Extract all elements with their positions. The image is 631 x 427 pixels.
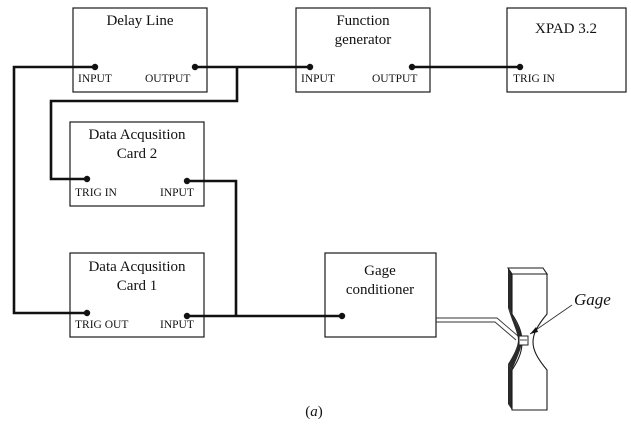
figure-caption: (a) (305, 404, 323, 420)
daq-card-2-trig-in-label: TRIG IN (75, 187, 118, 199)
xpad-title: XPAD 3.2 (535, 21, 597, 37)
wire-delay-output-to-daq2-trig (49, 67, 239, 181)
function-generator-output-label: OUTPUT (372, 73, 417, 85)
daq-card-1-box: Data Acqusition Card 1 TRIG OUT INPUT (69, 252, 205, 338)
xpad-trig-in-label: TRIG IN (513, 73, 556, 85)
gage-label: Gage (574, 290, 611, 309)
daq-card-2-input-label: INPUT (160, 187, 194, 199)
tensile-specimen-icon (506, 267, 573, 411)
function-generator-input-label: INPUT (301, 73, 335, 85)
dot-xpad-trig-in (516, 63, 524, 71)
delay-line-input-label: INPUT (78, 73, 112, 85)
caption-close-paren: ) (318, 404, 323, 420)
caption-letter: a (310, 404, 318, 420)
port-dots (83, 63, 524, 320)
dot-delay-input (91, 63, 99, 71)
wire-daq2-input-to-bus (187, 179, 238, 316)
dot-daq1-trig-out (83, 309, 91, 317)
daq-card-2-box: Data Acqusition Card 2 TRIG IN INPUT (69, 121, 205, 207)
daq-card-1-title-line1: Data Acqusition (88, 259, 186, 275)
function-generator-title-line1: Function (336, 13, 390, 29)
gage-conditioner-box: Gage conditioner (324, 252, 437, 338)
dot-fg-input (306, 63, 314, 71)
function-generator-box: Function generator INPUT OUTPUT (295, 7, 431, 93)
caption-open-paren: ( (305, 404, 310, 420)
daq-card-1-trig-out-label: TRIG OUT (75, 319, 128, 331)
strain-gage-icon (518, 335, 529, 346)
dot-delay-output (191, 63, 199, 71)
wiring (12, 65, 520, 318)
dot-daq2-trig-in (83, 175, 91, 183)
dot-daq2-input (183, 177, 191, 185)
daq-card-2-title-line2: Card 2 (117, 146, 157, 162)
delay-line-title: Delay Line (106, 13, 173, 29)
dot-daq1-input (183, 312, 191, 320)
dot-conditioner-input (338, 312, 346, 320)
daq-card-1-input-label: INPUT (160, 319, 194, 331)
gage-conditioner-title-line1: Gage (364, 263, 396, 279)
xpad-box: XPAD 3.2 TRIG IN (506, 7, 627, 93)
delay-line-output-label: OUTPUT (145, 73, 190, 85)
dot-fg-output (408, 63, 416, 71)
function-generator-title-line2: generator (335, 32, 392, 48)
daq-card-2-title-line1: Data Acqusition (88, 127, 186, 143)
daq-card-1-title-line2: Card 1 (117, 278, 157, 294)
wire-daq1-trig-to-delay-input (12, 65, 95, 315)
gage-lead-wires (436, 317, 519, 341)
delay-line-box: Delay Line INPUT OUTPUT (72, 7, 208, 93)
gage-conditioner-title-line2: conditioner (346, 282, 414, 298)
